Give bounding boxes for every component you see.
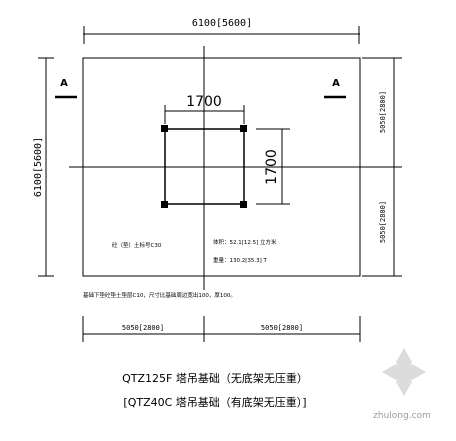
anchor-square bbox=[164, 128, 245, 205]
top-dimension bbox=[83, 26, 360, 44]
bottom-dimension bbox=[82, 316, 361, 342]
caption-line-1: QTZ125F 塔吊基础（无底架无压重） bbox=[122, 371, 308, 385]
anchor-bolt-top-right bbox=[240, 125, 247, 132]
anchor-bolt-bottom-right bbox=[240, 201, 247, 208]
section-mark-left: A bbox=[55, 78, 77, 99]
bottom-right-segment-label: 5050[2800] bbox=[261, 324, 303, 332]
anchor-bolts bbox=[161, 125, 247, 208]
square-height-dimension bbox=[256, 128, 290, 205]
square-height-label: 1700 bbox=[264, 149, 280, 185]
left-dimension-label: 6100[5600] bbox=[33, 137, 44, 197]
anchor-bolt-top-left bbox=[161, 125, 168, 132]
square-width-dimension bbox=[164, 105, 245, 124]
section-mark-left-label: A bbox=[60, 78, 68, 89]
watermark-logo bbox=[382, 348, 426, 396]
bottom-left-segment-label: 5050[2800] bbox=[122, 324, 164, 332]
section-mark-right-label: A bbox=[332, 78, 340, 89]
section-mark-right: A bbox=[324, 78, 346, 99]
top-dimension-label: 6100[5600] bbox=[192, 18, 252, 29]
anchor-bolt-bottom-left bbox=[161, 201, 168, 208]
note-weight: 重量：130.2[35.3] T bbox=[213, 256, 268, 264]
square-width-label: 1700 bbox=[186, 94, 222, 110]
note-volume: 体积：52.1[12.5] 立方米 bbox=[213, 238, 277, 246]
note-bedding: 基础下垫砼垫土垫层C10，尺寸比基础周边宽出100，厚100。 bbox=[83, 291, 236, 299]
left-dimension bbox=[38, 57, 54, 277]
note-concrete-grade: 砼（垫）土标号C30 bbox=[112, 241, 162, 249]
right-upper-segment-label: 5050[2800] bbox=[379, 91, 387, 133]
right-lower-segment-label: 5050[2800] bbox=[379, 201, 387, 243]
watermark-text: zhulong.com bbox=[373, 411, 431, 421]
right-dimension bbox=[362, 57, 402, 277]
watermark-petal-bottom bbox=[396, 368, 412, 396]
caption-line-2: [QTZ40C 塔吊基础（有底架无压重）] bbox=[123, 395, 306, 409]
